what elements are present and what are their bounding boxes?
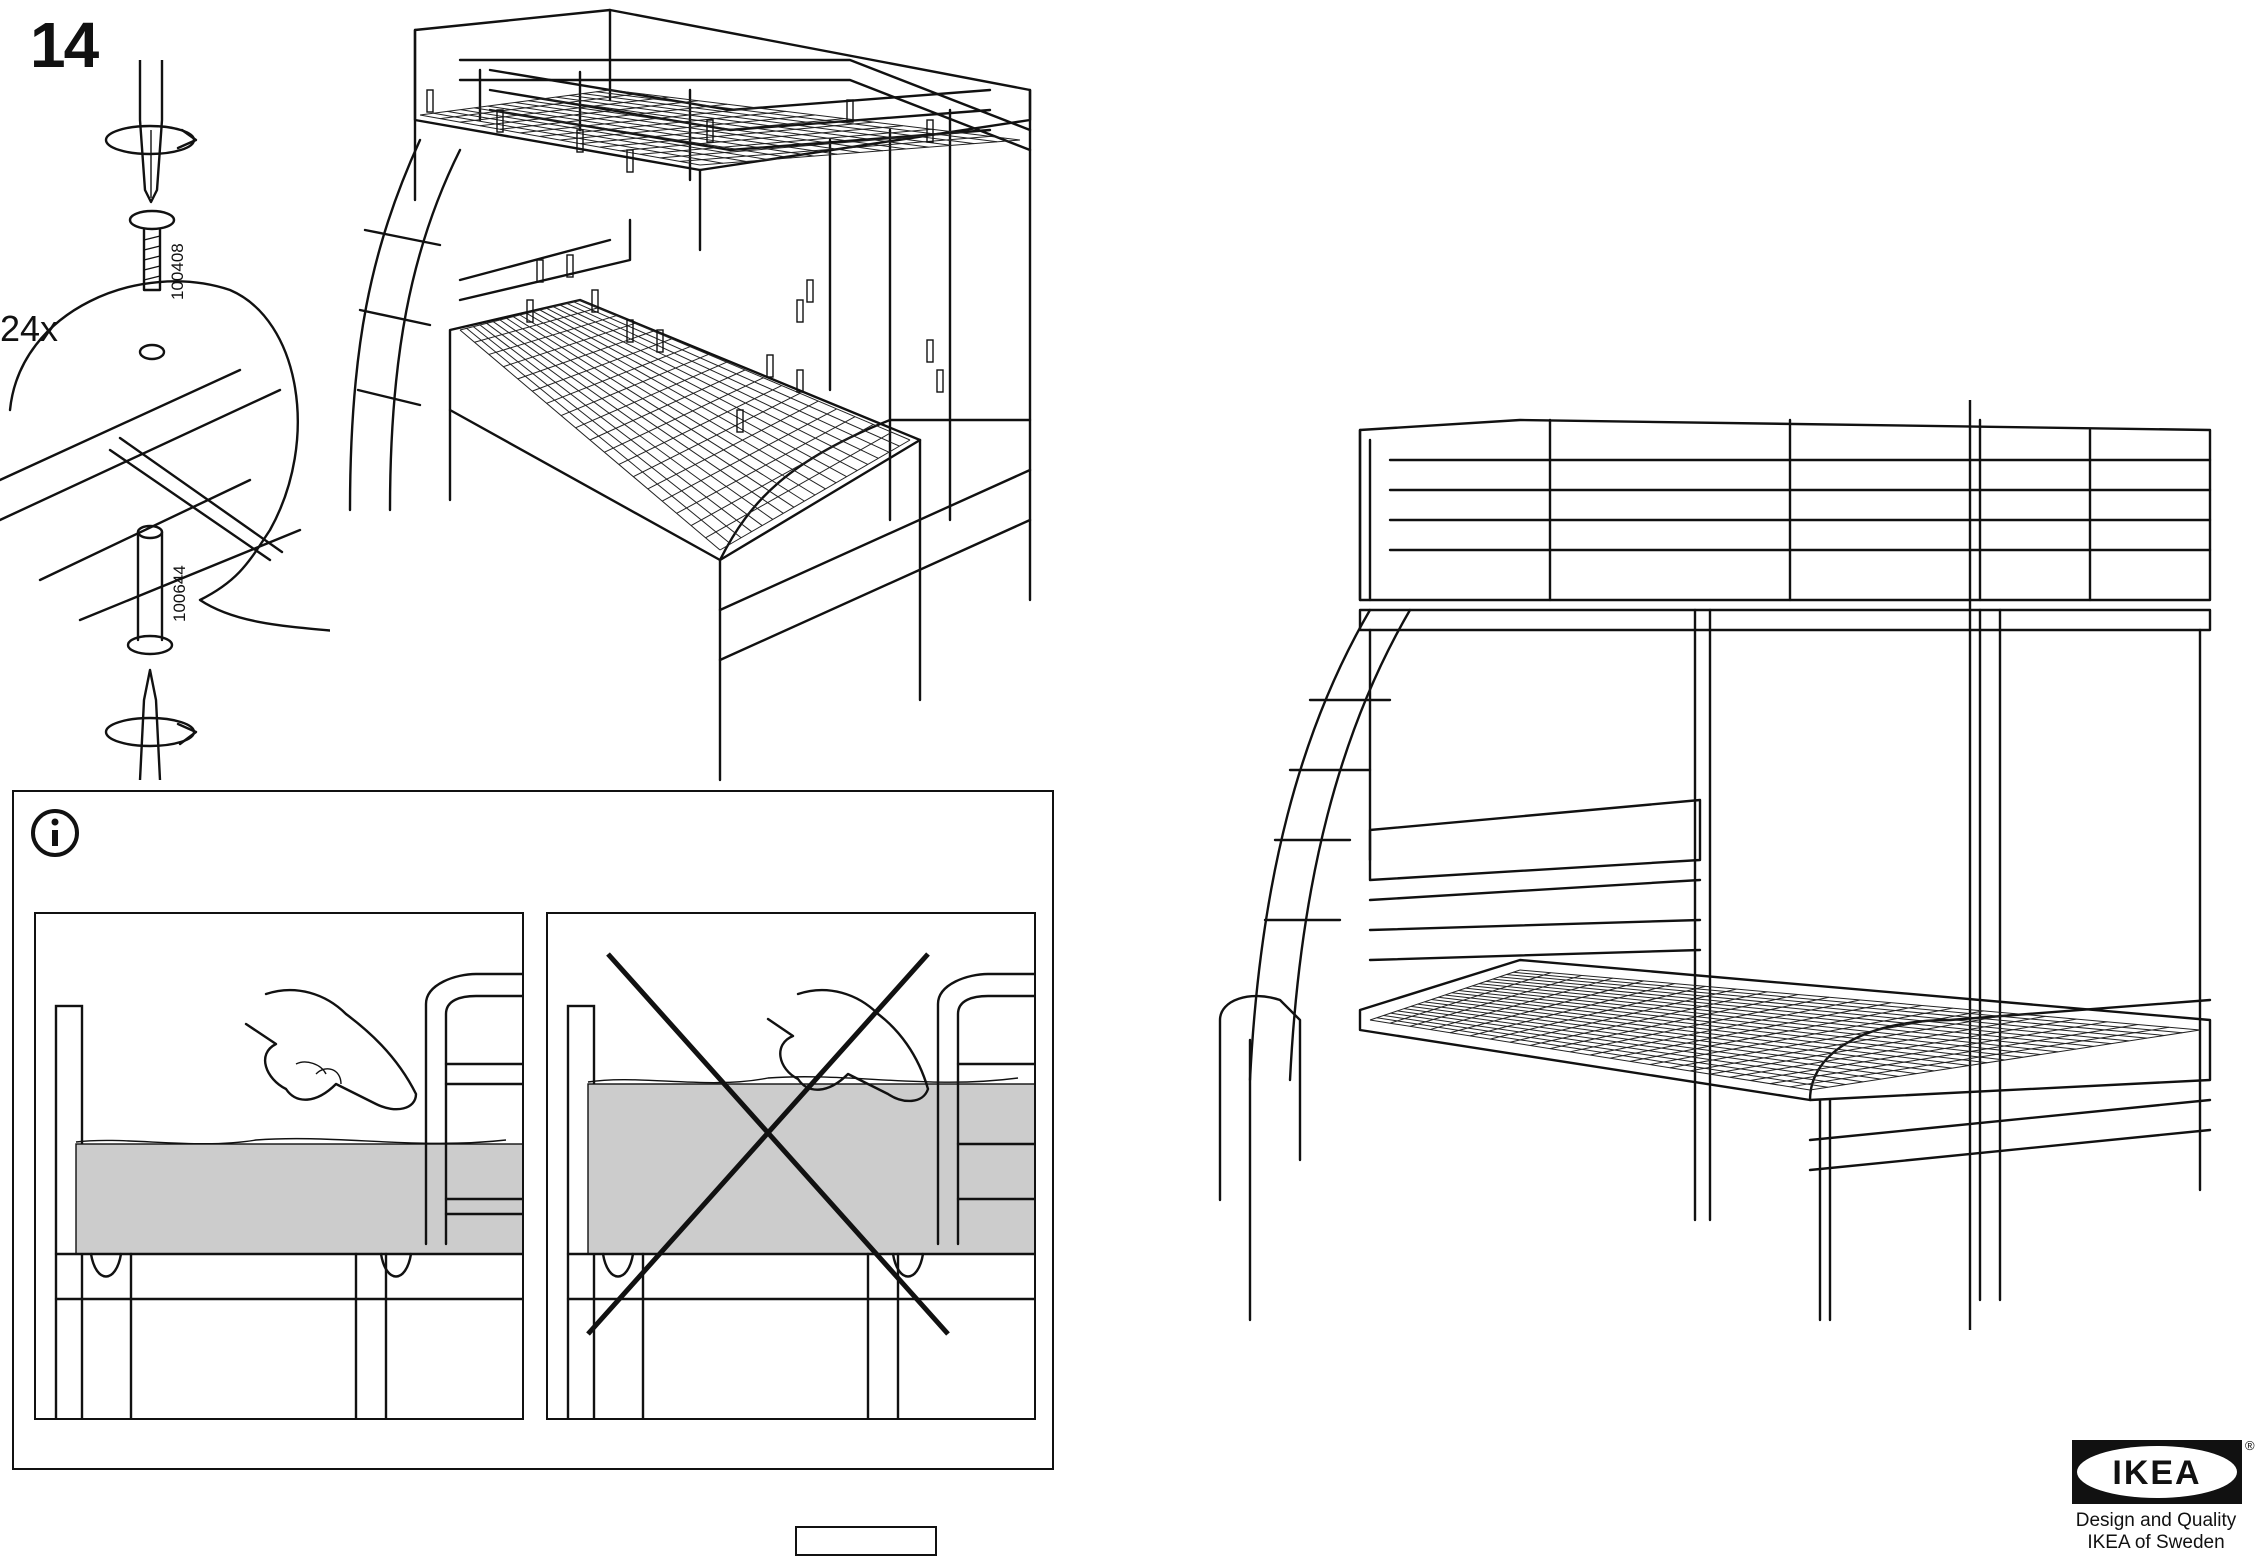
screw bbox=[128, 209, 176, 292]
barrel-part-number: 100644 bbox=[170, 565, 189, 622]
hand-icon bbox=[244, 988, 418, 1111]
screwdriver-icon bbox=[138, 60, 164, 204]
cross-icon bbox=[586, 952, 950, 1336]
screws bbox=[426, 89, 944, 433]
brand-line-1: Design and Quality bbox=[2075, 1510, 2237, 1531]
correct-mattress-panel bbox=[34, 912, 524, 1420]
trademark: ® bbox=[2245, 1438, 2255, 1453]
upper-slat-grid bbox=[419, 89, 1021, 166]
info-icon bbox=[30, 808, 80, 858]
rotate-arrow-icon bbox=[104, 716, 198, 748]
hand-icon bbox=[766, 988, 930, 1103]
brand-line-2: IKEA of Sweden bbox=[2087, 1532, 2225, 1553]
lower-slat-grid bbox=[459, 299, 911, 551]
mattress bbox=[587, 1083, 1034, 1255]
page-number-box bbox=[795, 1526, 937, 1556]
screw-part-number: 100408 bbox=[168, 243, 187, 300]
info-panel bbox=[12, 790, 1054, 1470]
magnify-outline bbox=[8, 280, 330, 632]
step-number: 14 bbox=[30, 9, 99, 81]
quantity-label: 24x bbox=[0, 308, 59, 349]
barrel-nut bbox=[126, 524, 174, 656]
incorrect-mattress-panel bbox=[546, 912, 1036, 1420]
rotate-arrow-icon bbox=[104, 124, 198, 156]
assembled-bunk-bed-illustration bbox=[1190, 400, 2230, 1330]
fastener-detail bbox=[0, 60, 330, 780]
ikea-logo: IKEA bbox=[2072, 1440, 2242, 1504]
bunk-bed-exploded-illustration bbox=[330, 0, 1060, 790]
screwdriver-icon bbox=[138, 668, 162, 780]
lower-slat-grid bbox=[1369, 969, 2201, 1091]
logo-text: IKEA bbox=[2112, 1454, 2201, 1492]
